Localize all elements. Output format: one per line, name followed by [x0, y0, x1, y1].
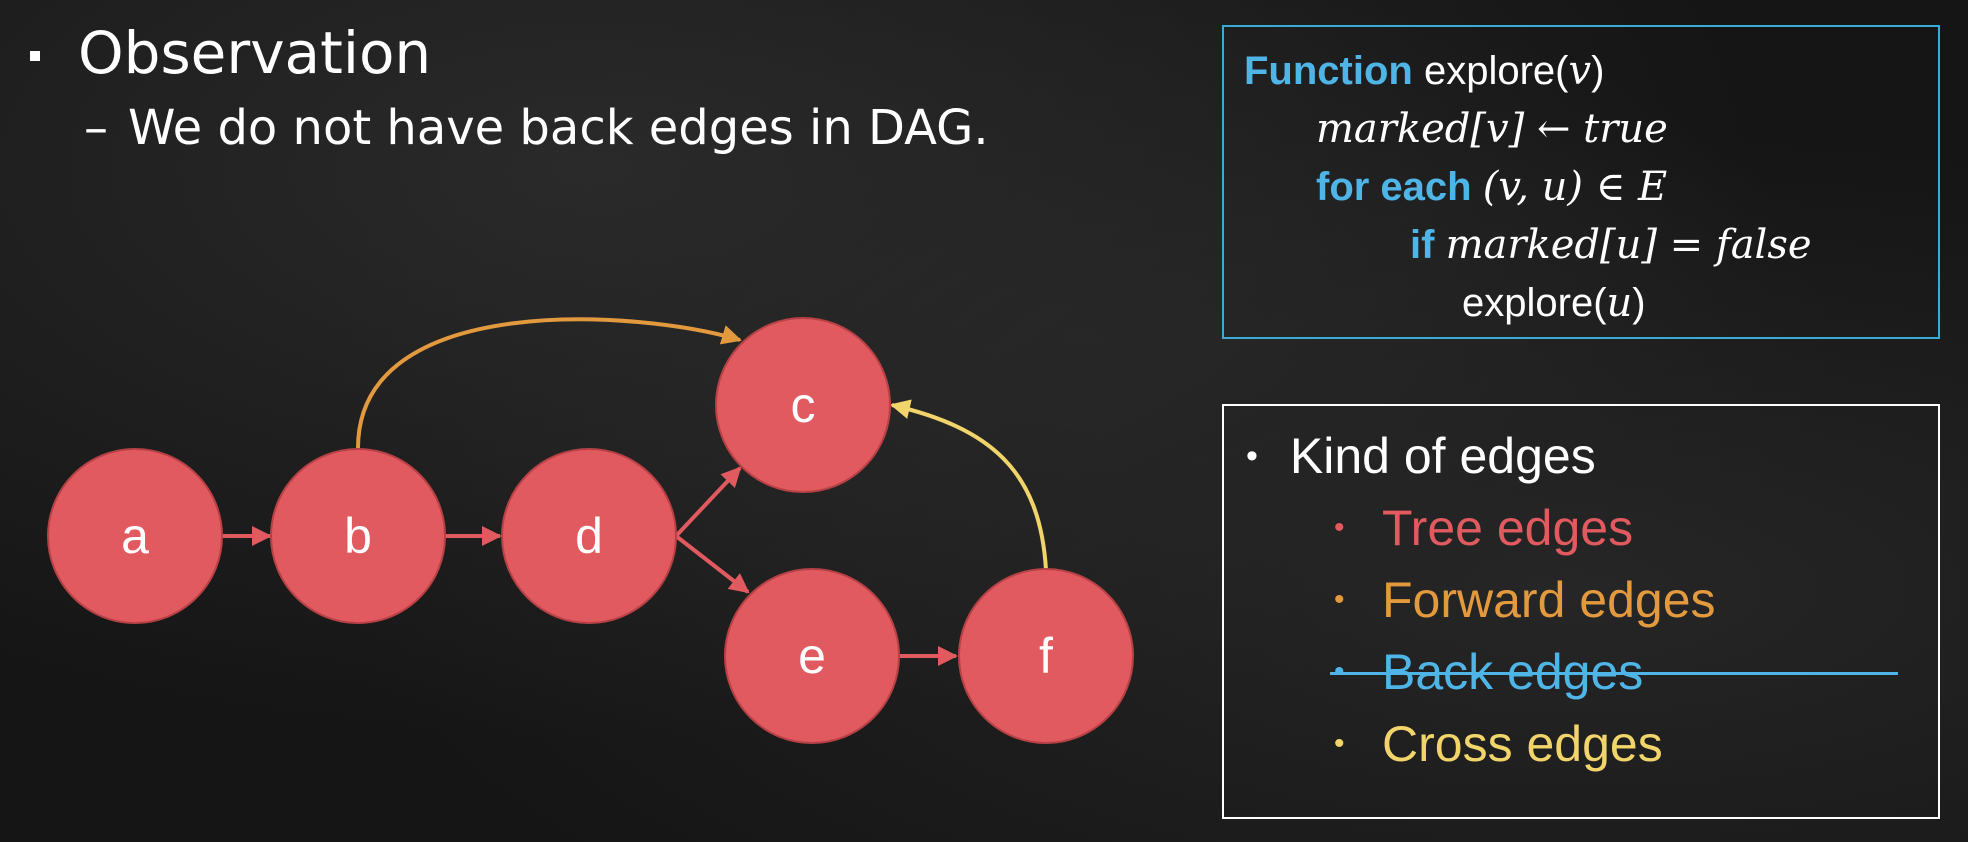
- edge-d-e: [674, 534, 750, 594]
- node-e: e: [724, 568, 900, 744]
- edge-kinds-title-text: Kind of edges: [1289, 428, 1596, 484]
- explore-close: ): [1591, 49, 1605, 93]
- node-d-label: d: [575, 508, 603, 564]
- code-line-3: for each (v, u) ∈ E: [1316, 165, 1667, 209]
- explore-param: v: [1568, 48, 1592, 94]
- cross-edges-label: Cross edges: [1382, 716, 1663, 772]
- pseudocode-box: Function explore(v) marked[v] ← true for…: [1222, 25, 1940, 339]
- node-b: b: [270, 448, 446, 624]
- code-line-4: if marked[u] = false: [1410, 223, 1812, 267]
- sub-point: – We do not have back edges in DAG.: [84, 102, 989, 154]
- node-c-label: c: [791, 377, 816, 433]
- node-d: d: [501, 448, 677, 624]
- forward-bullet: •: [1334, 583, 1345, 616]
- node-e-label: e: [798, 628, 826, 684]
- node-f: f: [958, 568, 1134, 744]
- explore-name: explore(: [1423, 49, 1569, 93]
- if-expr: marked[u] = false: [1445, 222, 1812, 268]
- edge-kind-cross: • Cross edges: [1334, 714, 1663, 774]
- edge-b-c-forward: [356, 317, 742, 449]
- cross-bullet: •: [1334, 727, 1345, 760]
- for-each-expr: (v, u) ∈ E: [1482, 164, 1668, 210]
- for-each-keyword: for each: [1316, 165, 1472, 209]
- node-f-label: f: [1039, 628, 1053, 684]
- code-line-2: marked[v] ← true: [1316, 106, 1668, 152]
- code-line-5: explore(u): [1462, 281, 1646, 325]
- square-bullet-icon: [30, 51, 40, 61]
- edge-f-c-cross: [890, 399, 1048, 571]
- edge-kinds-box: • Kind of edges • Tree edges • Forward e…: [1222, 404, 1940, 819]
- tree-bullet: •: [1334, 511, 1345, 544]
- if-keyword: if: [1410, 223, 1435, 267]
- edge-kinds-title: • Kind of edges: [1246, 426, 1596, 486]
- code-line-1: Function explore(v): [1244, 49, 1604, 93]
- back-edges-strikethrough: [1330, 672, 1898, 675]
- main-bullet: Observation: [30, 24, 431, 82]
- node-b-label: b: [344, 508, 372, 564]
- sub-point-text: We do not have back edges in DAG.: [128, 100, 989, 156]
- forward-edges-label: Forward edges: [1382, 572, 1716, 628]
- explore-call-name: explore(: [1462, 281, 1607, 325]
- node-a-label: a: [121, 508, 149, 564]
- dash-bullet: –: [84, 100, 108, 156]
- back-bullet: •: [1334, 642, 1382, 702]
- node-a: a: [47, 448, 223, 624]
- edge-kind-forward: • Forward edges: [1334, 570, 1716, 630]
- tree-edges-label: Tree edges: [1382, 500, 1634, 556]
- explore-call-param: u: [1606, 280, 1633, 326]
- title-bullet: •: [1246, 437, 1258, 475]
- bullet-text: Observation: [78, 19, 432, 87]
- explore-call-close: ): [1632, 281, 1646, 325]
- edge-kind-tree: • Tree edges: [1334, 498, 1633, 558]
- function-keyword: Function: [1244, 49, 1413, 93]
- edge-d-c: [674, 466, 742, 538]
- node-c: c: [715, 317, 891, 493]
